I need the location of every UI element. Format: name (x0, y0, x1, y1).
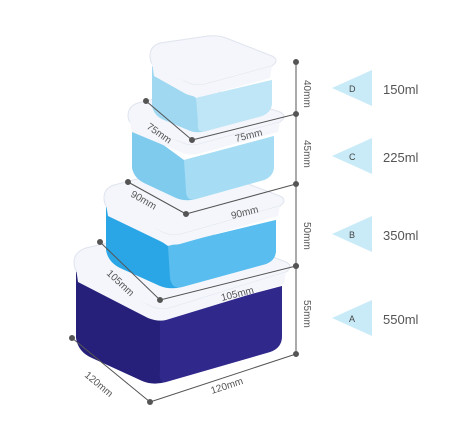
dim-dot (293, 263, 299, 269)
dim-base-width-line (149, 353, 297, 403)
container-c-lid-rim (130, 122, 280, 155)
volume-b: 350ml (383, 228, 419, 243)
dim-c-width-line (185, 183, 297, 215)
dim-dot (125, 179, 131, 185)
dim-d-depth-line (145, 100, 193, 141)
volume-d: 150ml (383, 82, 419, 97)
dim-base-width: 120mm (210, 376, 245, 397)
container-c-side (184, 136, 274, 200)
dim-base-depth-line (71, 337, 151, 403)
container-b-side (168, 220, 276, 288)
marker-letter-a: A (349, 314, 355, 324)
dim-dot (189, 137, 195, 143)
dim-dot (183, 211, 189, 217)
marker-letter-c: C (349, 152, 356, 162)
marker-triangle (332, 216, 372, 252)
legend-item-d: D 150ml (332, 70, 419, 106)
container-d-side (196, 80, 272, 132)
container-a-side (159, 286, 282, 383)
dim-dot (157, 297, 163, 303)
legend-item-b: B 350ml (332, 216, 419, 252)
dim-dot (293, 59, 299, 65)
container-b (103, 164, 285, 289)
legend: D 150ml C 225ml B 350ml A 550ml (332, 70, 419, 336)
dim-b-width-line (159, 265, 297, 301)
marker-triangle (332, 70, 372, 106)
dimension-lines (69, 59, 299, 405)
marker-letter-b: B (349, 230, 355, 240)
container-d-lid-rim (152, 62, 272, 97)
container-b-lid-rim (106, 204, 280, 245)
dim-d-width-line (191, 113, 297, 141)
legend-item-c: C 225ml (332, 138, 419, 174)
dim-c-height: 45mm (301, 140, 312, 168)
dim-b-height: 50mm (301, 222, 312, 250)
dim-c-depth-line (127, 181, 187, 215)
dim-dot (97, 239, 103, 245)
dim-base-depth: 120mm (82, 370, 115, 400)
dim-a-height: 55mm (301, 300, 312, 328)
dim-dot (143, 98, 149, 104)
volume-c: 225ml (383, 150, 419, 165)
volume-a: 550ml (383, 312, 419, 327)
container-d (149, 35, 277, 133)
dim-d-height: 40mm (301, 80, 312, 108)
marker-triangle (332, 138, 372, 174)
container-a-lid-rim (76, 268, 286, 321)
marker-letter-d: D (349, 84, 356, 94)
dim-dot (69, 335, 75, 341)
legend-item-a: A 550ml (332, 300, 419, 336)
dim-dot (147, 399, 153, 405)
marker-triangle (332, 300, 372, 336)
dim-b-depth-line (99, 241, 161, 301)
